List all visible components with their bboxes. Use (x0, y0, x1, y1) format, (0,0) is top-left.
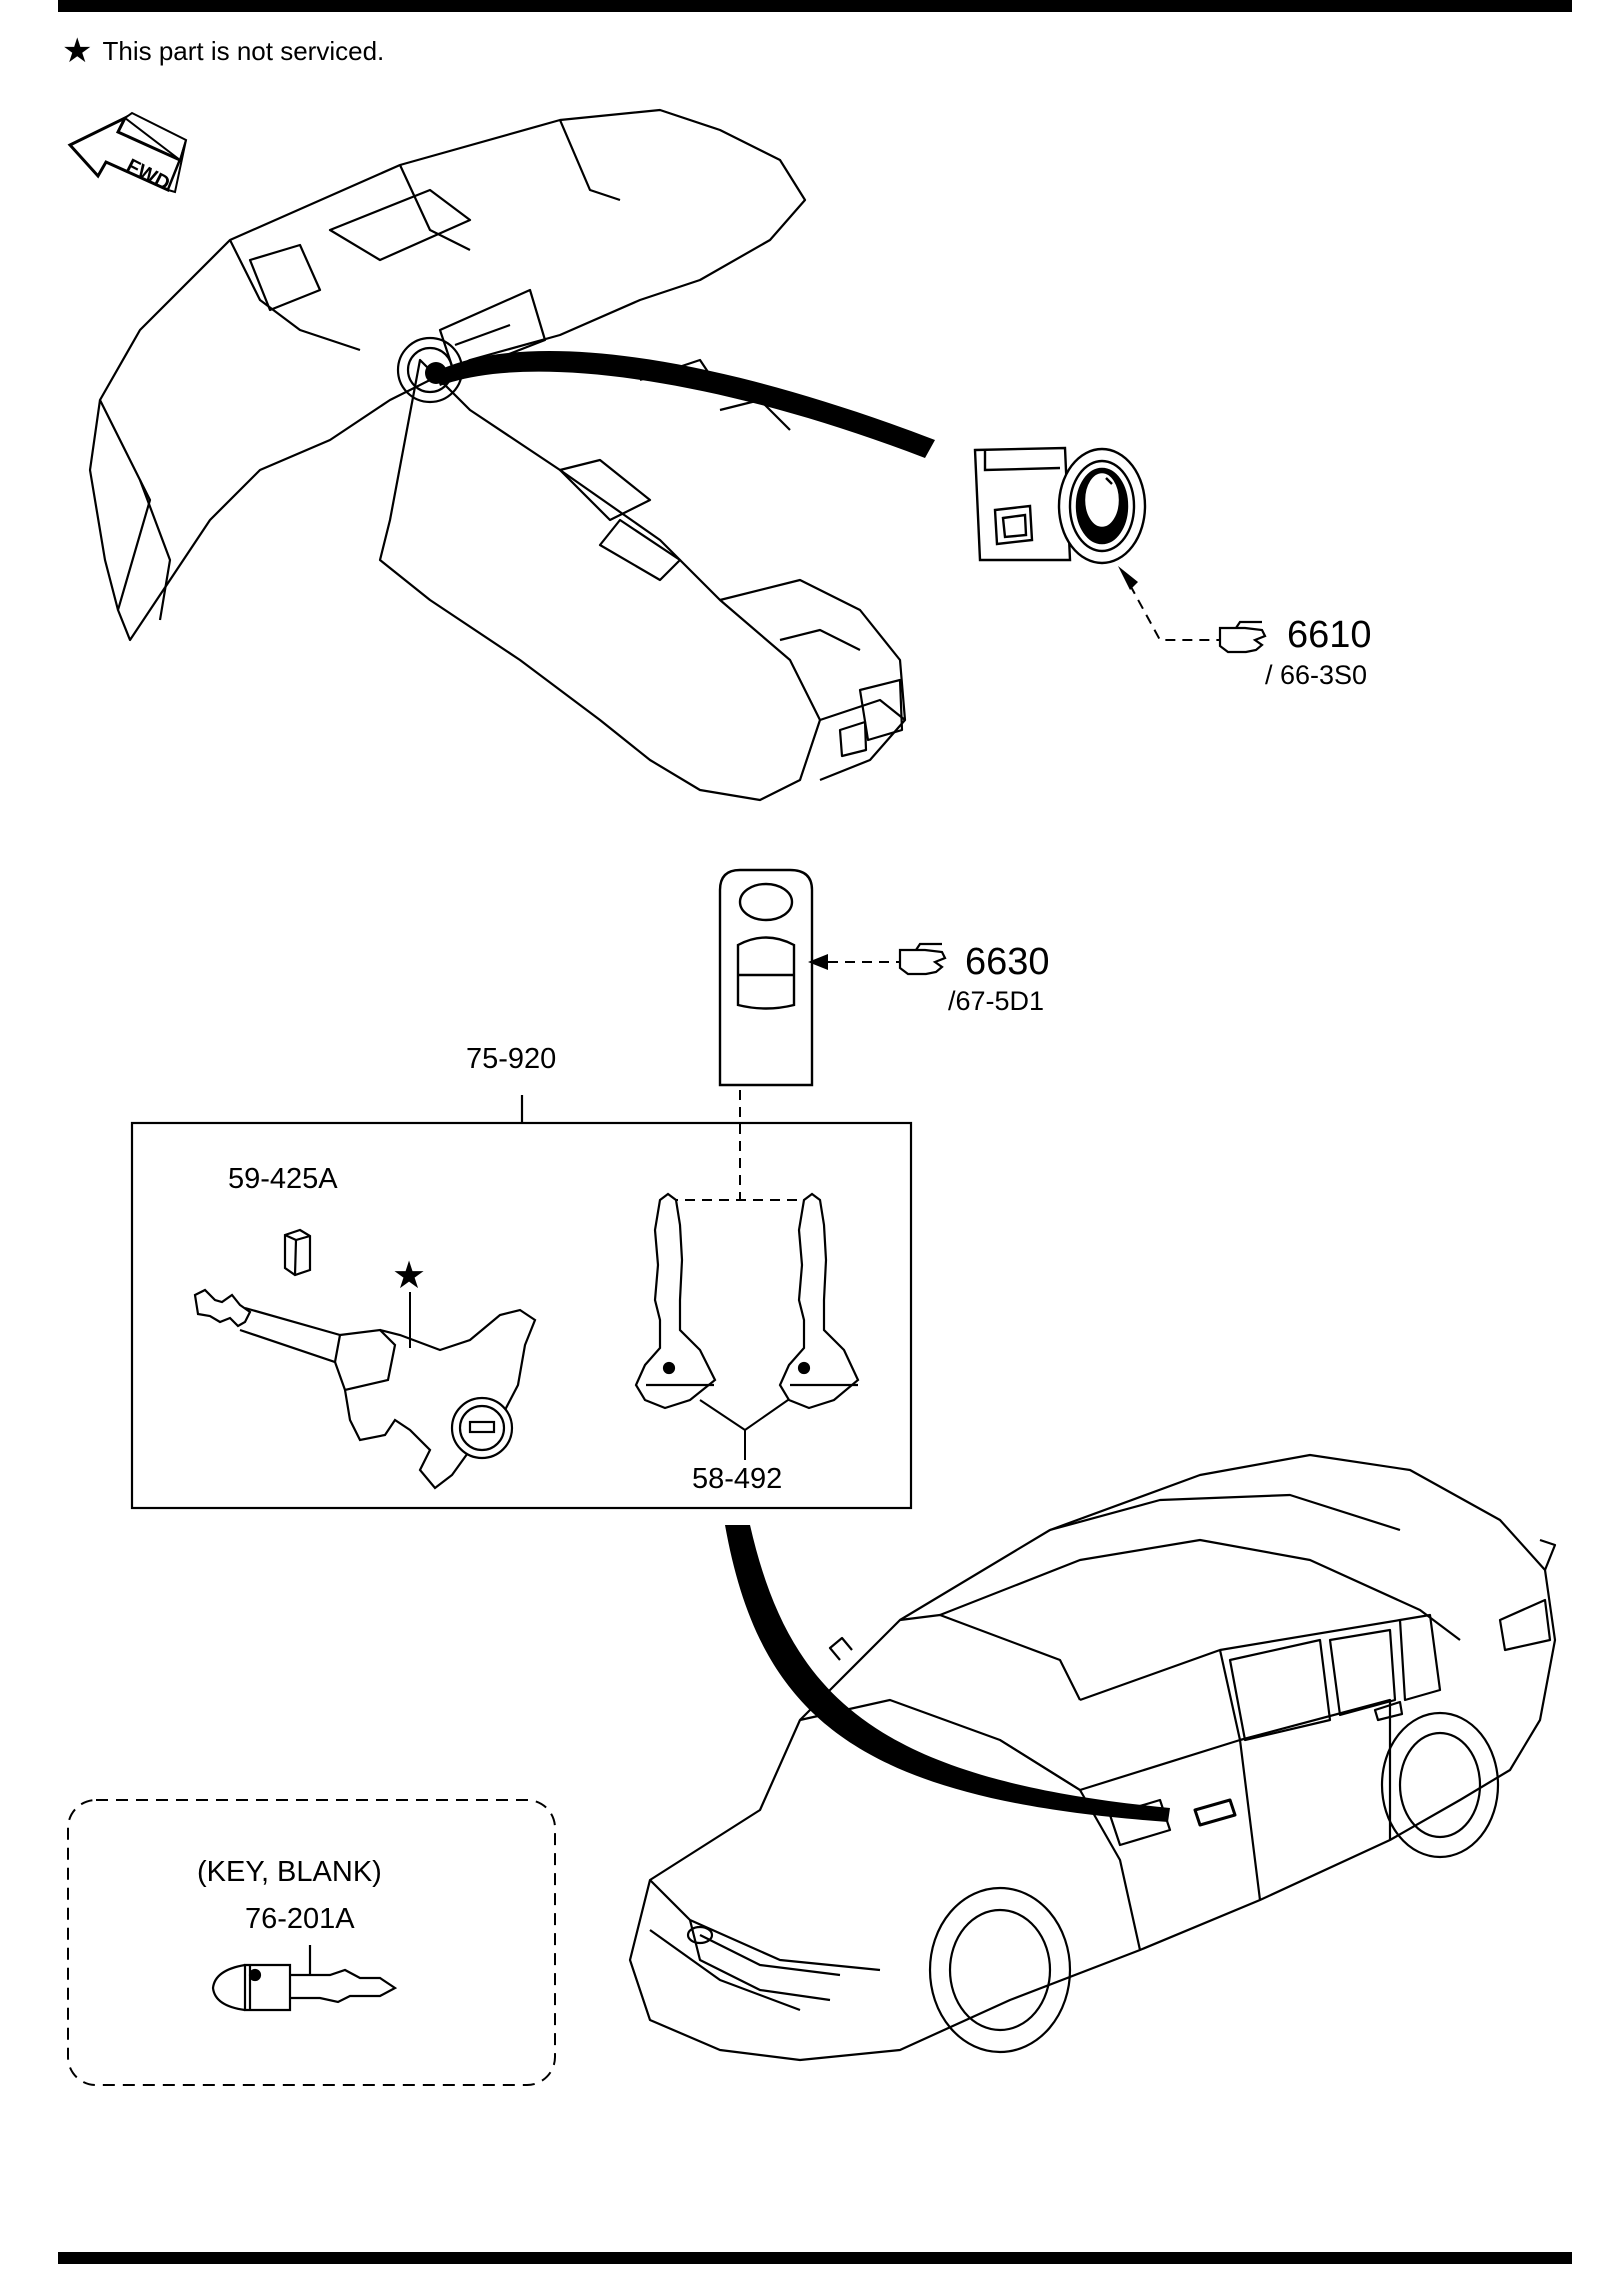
not-serviced-marker: ★ (392, 1255, 427, 1297)
fwd-arrow-icon: FWD (67, 111, 188, 195)
callout-sub-6610: / 66-3S0 (1265, 660, 1368, 690)
start-switch-illustration (973, 446, 1147, 565)
part-number-kit: 75-920 (466, 1043, 557, 1075)
part-number-retainer: 59-425A (228, 1163, 338, 1195)
pointing-hand-icon (898, 942, 947, 976)
lock-cylinder-illustration (193, 1288, 537, 1490)
callout-code-6610: 6610 (1287, 614, 1372, 656)
blank-key-illustration (211, 1945, 398, 2012)
pointing-hand-icon (1218, 620, 1267, 654)
dashboard-callout-swoosh (435, 350, 935, 458)
star-icon: ★ (62, 32, 93, 70)
door-callout-swoosh (725, 1525, 1170, 1822)
callout-sub-6630: /67-5D1 (948, 986, 1045, 1016)
smart-key-illustration (718, 868, 814, 1087)
callout-6630-leader (808, 942, 947, 976)
part-number-blank-key: 76-201A (245, 1903, 355, 1935)
switch-location-dot (425, 362, 447, 384)
not-serviced-note: ★ This part is not serviced. (62, 34, 384, 68)
not-serviced-note-text: This part is not serviced. (102, 35, 385, 66)
retainer-illustration (283, 1228, 312, 1277)
aux-keys-leader (699, 1399, 789, 1460)
top-border-bar (58, 0, 1572, 12)
callout-6610-leader (1118, 566, 1267, 654)
kit-box (130, 1095, 913, 1510)
dashboard-illustration (88, 108, 907, 802)
car-illustration (628, 1453, 1557, 2062)
aux-key-connector (667, 1090, 813, 1225)
part-number-aux-keys: 58-492 (692, 1463, 783, 1495)
aux-key-left (634, 1192, 717, 1410)
callout-code-6630: 6630 (965, 941, 1050, 983)
blank-key-caption: (KEY, BLANK) (197, 1856, 382, 1888)
blank-key-region (67, 1799, 556, 2086)
aux-key-right (778, 1192, 860, 1410)
bottom-border-bar (58, 2252, 1572, 2264)
